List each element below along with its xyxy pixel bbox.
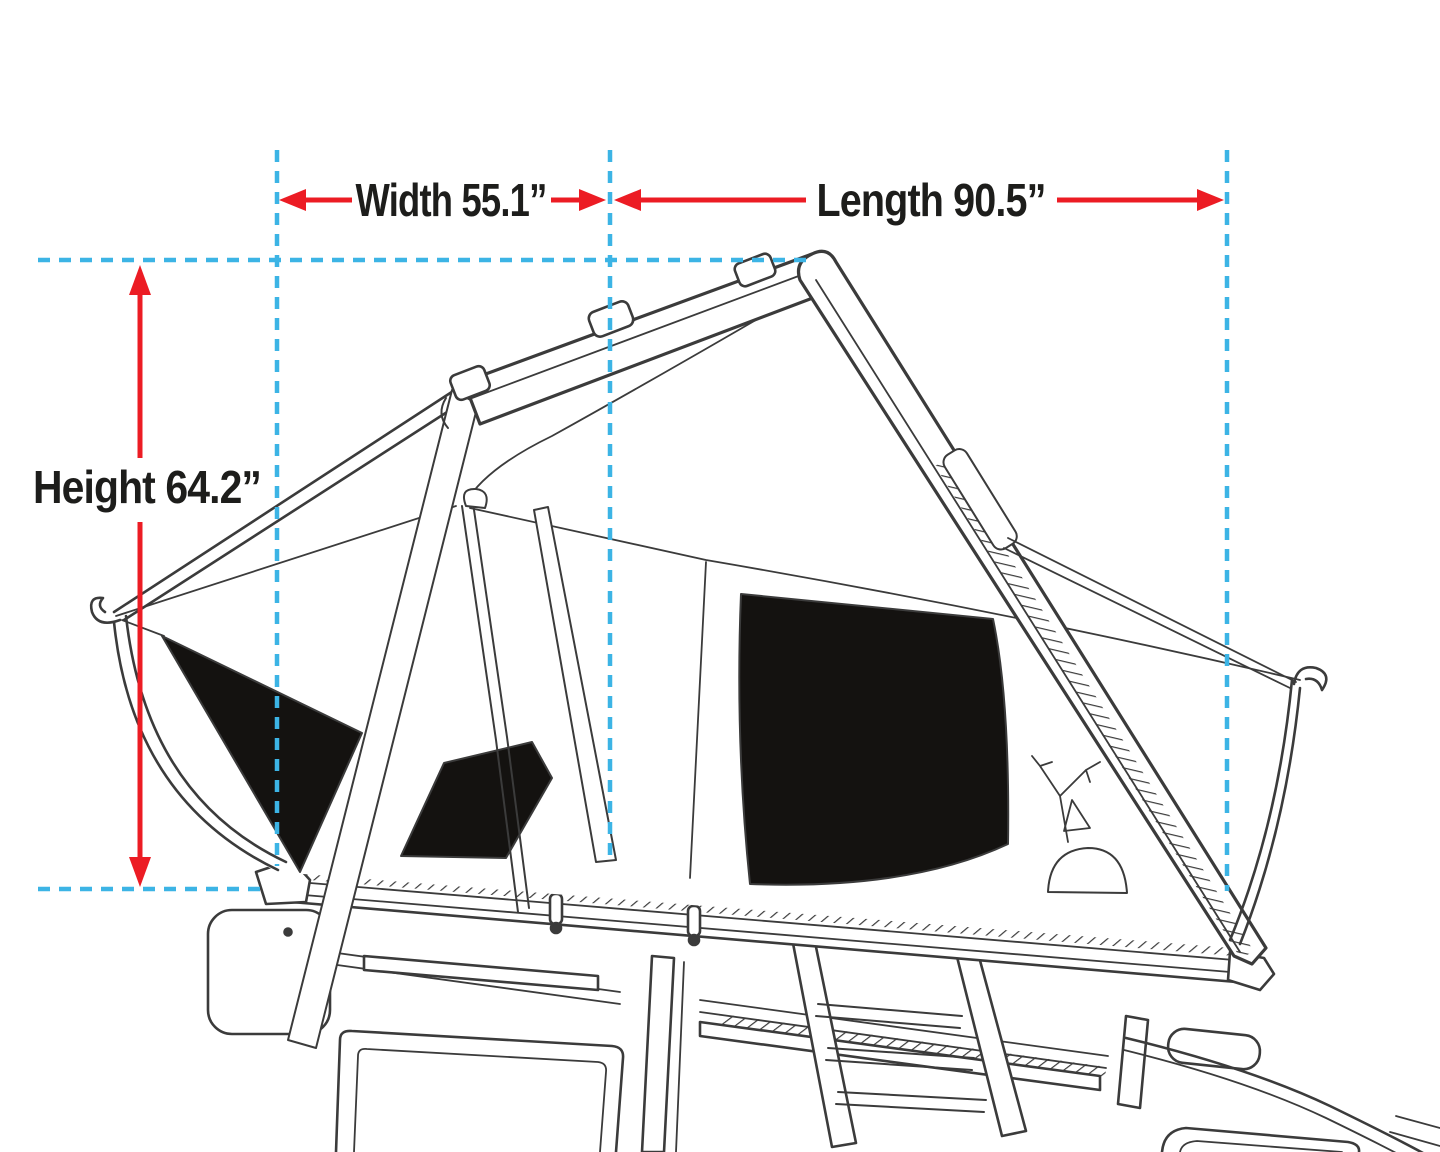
shell-inner-line (471, 273, 805, 399)
tree-logo-sketch (1031, 755, 1101, 843)
rear-panel-hatch (935, 457, 1254, 959)
shell-end-catch (440, 397, 449, 429)
pole-top-knob (463, 487, 488, 509)
base-clamp (686, 904, 702, 938)
dimension-arrowheads (129, 189, 1224, 887)
tent-rigging (89, 537, 1328, 946)
vehicle-sketch (206, 908, 1440, 1152)
dimension-arrows (129, 189, 1224, 887)
center-pole (461, 502, 530, 913)
awning-edge (112, 382, 474, 622)
line-artwork (89, 249, 1440, 1152)
ladder-rung (825, 1047, 975, 1071)
rear-panel-bracket (942, 448, 1018, 551)
guy-rope-right (1003, 537, 1297, 689)
arrowhead-length-left (614, 189, 641, 211)
window-left-triangle (161, 635, 363, 873)
height-label: Height 64.2” (33, 461, 261, 513)
rack-end-cap (1166, 1027, 1262, 1071)
hook-left (89, 596, 122, 624)
hook-seam (121, 619, 165, 637)
vehicle-window-right-inner (1179, 1140, 1343, 1152)
arrowhead-height-top (129, 265, 151, 295)
hook-right (1292, 666, 1328, 692)
shell-latch-peak (733, 252, 777, 288)
clamp-knob (687, 933, 701, 947)
ladder-rung (815, 1003, 963, 1029)
window-right-large (738, 593, 1010, 886)
arrowhead-width-left (279, 189, 306, 211)
tent-fabric-lines (112, 291, 1301, 879)
ladder-rung (835, 1091, 987, 1113)
arrowhead-height-bottom (129, 857, 151, 887)
window-middle (400, 741, 553, 859)
vehicle-window-left-inner (353, 1047, 607, 1152)
vehicle-roofline-right-inner (1123, 1049, 1397, 1152)
tent-windows (161, 593, 1010, 886)
arrowhead-width-right (579, 189, 606, 211)
clamp-knob (549, 921, 563, 935)
fabric-arch (1047, 847, 1128, 894)
rivet-dot (283, 927, 293, 937)
roof-crossbar-left (362, 954, 600, 992)
vehicle-window-left-outer (334, 1029, 625, 1152)
base-clamp (548, 892, 564, 926)
bow-pole-left (112, 614, 288, 872)
vehicle-roofline-right (1124, 1036, 1424, 1152)
ridge-line-left (115, 505, 457, 617)
roof-crossbar-right (698, 1020, 1102, 1092)
drape-seam (465, 291, 805, 503)
arrowhead-length-right (1197, 189, 1224, 211)
length-label: Length 90.5” (817, 174, 1046, 226)
bow-pole-right (1228, 678, 1302, 946)
vehicle-pillar (640, 954, 676, 1152)
guide-lines (38, 150, 1230, 892)
vehicle-pillar-line (675, 961, 685, 1152)
panel-seam (689, 561, 707, 879)
center-strap (533, 506, 617, 863)
dimension-labels: Width 55.1” Length 90.5” Height 64.2” (33, 174, 1047, 513)
shell-end-bracket (448, 364, 492, 402)
base-rail-lines (273, 879, 1259, 975)
vehicle-hood-lines (1389, 1115, 1440, 1147)
vehicle-pillar-right (1116, 1014, 1150, 1110)
ridge-line-right (469, 507, 1301, 681)
width-label: Width 55.1” (356, 174, 547, 226)
tent-straps (287, 389, 1128, 1049)
vehicle-window-right-outer (1160, 1126, 1361, 1152)
